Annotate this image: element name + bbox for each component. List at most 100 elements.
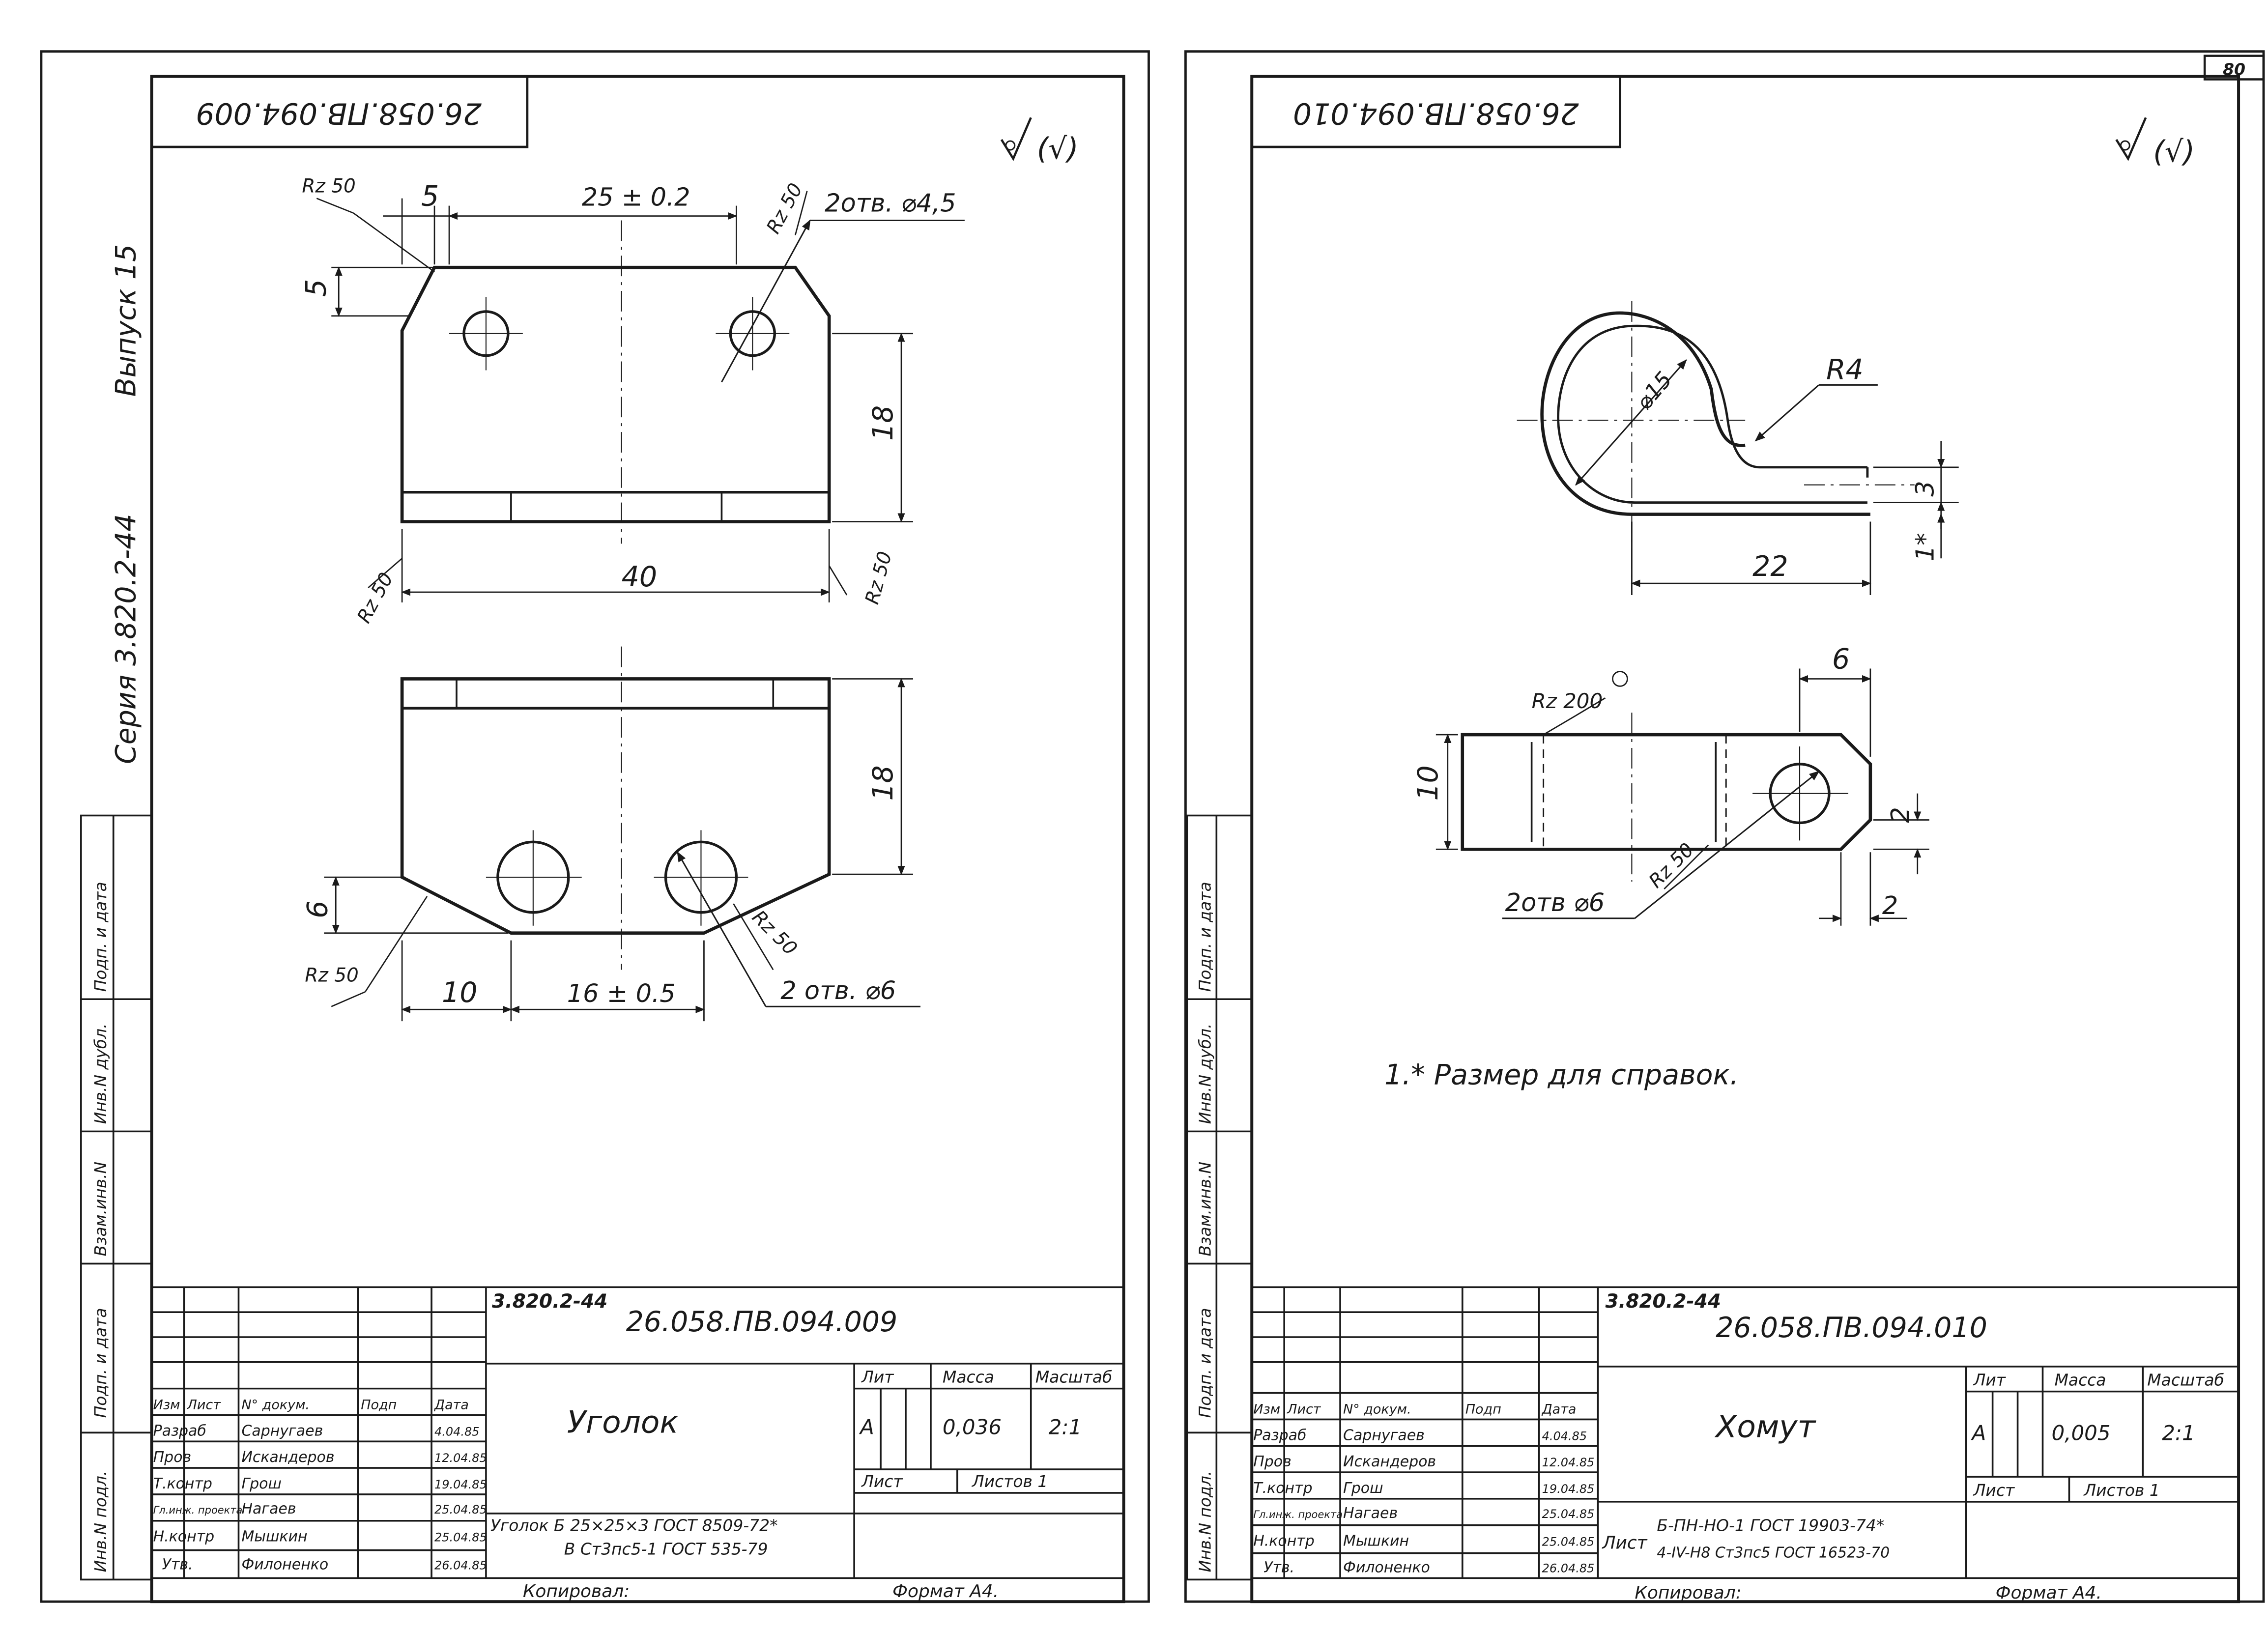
series-label: Серия 3.820.2-44 bbox=[110, 514, 143, 764]
tb-right-date-4: 25.04.85 bbox=[1542, 1507, 1595, 1521]
dim-1-ref: 1* bbox=[1911, 533, 1940, 561]
tb-right-material-prefix: Лист bbox=[1601, 1533, 1647, 1553]
side-stamp-left: Серия 3.820.2-44 Выпуск 15 Инв.N подл. П… bbox=[80, 244, 153, 1581]
stamp-field-1: Инв.N подл. bbox=[91, 1471, 110, 1573]
tb-right-lit: А bbox=[1971, 1421, 1986, 1445]
tb-left-series: 3.820.2-44 bbox=[492, 1290, 607, 1313]
roughness-mark-left: (√) bbox=[1000, 117, 1079, 166]
tb-right-h-doc: N° докум. bbox=[1343, 1402, 1411, 1417]
mirror-code-text-right: 26.058.ПВ.094.010 bbox=[1293, 96, 1579, 131]
dim-16: 16 ± 0.5 bbox=[567, 979, 676, 1008]
tb-left-lit-head: Лит bbox=[861, 1368, 894, 1387]
holes-bottom-callout: 2 отв. ⌀6 bbox=[780, 976, 896, 1005]
tb-left-mass-head: Масса bbox=[943, 1368, 994, 1387]
sheet-frames bbox=[40, 50, 2265, 1603]
tb-left-format: Формат А4. bbox=[892, 1581, 999, 1602]
tb-right-name-2: Искандеров bbox=[1343, 1453, 1436, 1470]
title-block-left: 3.820.2-44 26.058.ПВ.094.009 Уголок Лит … bbox=[150, 1286, 1125, 1602]
stamp-field-2: Подп. и дата bbox=[91, 1308, 110, 1418]
tb-right-role-1: Разраб bbox=[1253, 1427, 1306, 1444]
tb-right-lit-head: Лит bbox=[1973, 1371, 2006, 1390]
title-block-right: 3.820.2-44 26.058.ПВ.094.010 Хомут Лит М… bbox=[1251, 1286, 2239, 1603]
tb-right-material-1: Б-ПН-НО-1 ГОСТ 19903-74* bbox=[1657, 1516, 1884, 1535]
tb-left-role-2: Пров bbox=[153, 1449, 192, 1466]
dim-25: 25 ± 0.2 bbox=[582, 183, 690, 212]
dim-r4: R4 bbox=[1826, 354, 1864, 386]
tb-right-scale-head: Масштаб bbox=[2147, 1371, 2224, 1390]
holes-top-callout: 2отв. ⌀4,5 bbox=[825, 189, 956, 218]
tb-right-name-1: Сарнугаев bbox=[1343, 1427, 1425, 1444]
roughness-mark-text-right: (√) bbox=[2153, 135, 2195, 169]
tb-right-name-4: Нагаев bbox=[1343, 1505, 1398, 1522]
tb-left-sheets: Листов 1 bbox=[972, 1472, 1048, 1491]
dim-5-side: 5 bbox=[300, 279, 332, 297]
tb-left-sheet-head: Лист bbox=[861, 1472, 903, 1491]
tb-left-name-2: Искандеров bbox=[241, 1449, 334, 1466]
tb-right-mass: 0,005 bbox=[2051, 1421, 2110, 1445]
tb-left-name-3: Грош bbox=[241, 1475, 281, 1492]
tb-right-date-5: 25.04.85 bbox=[1542, 1535, 1595, 1549]
tb-left-role-6: Утв. bbox=[162, 1556, 193, 1573]
mirror-code-right: 26.058.ПВ.094.010 bbox=[1250, 75, 1621, 148]
angle-bottom-dim-text: 18 6 10 16 ± 0.5 Rz 50 Rz 50 bbox=[301, 765, 899, 1009]
tb-left-name-4: Нагаев bbox=[241, 1500, 296, 1517]
stamp-field-3: Взам.инв.N bbox=[91, 1162, 110, 1257]
dim-10-right: 10 bbox=[1412, 765, 1444, 801]
tb-left-date-2: 12.04.85 bbox=[434, 1451, 487, 1465]
angle-top-dim-text: 5 25 ± 0.2 5 18 40 Rz 50 Rz 50 Rz 50 Rz … bbox=[300, 175, 899, 627]
tb-right-format: Формат А4. bbox=[1996, 1583, 2102, 1603]
rz-label-2: Rz 50 bbox=[762, 180, 807, 238]
stamp-field-r4: Инв.N дубл. bbox=[1195, 1024, 1214, 1124]
tb-left-date-5: 25.04.85 bbox=[434, 1531, 487, 1545]
tb-right-material-2: 4-IV-Н8 Ст3пс5 ГОСТ 16523-70 bbox=[1657, 1545, 1890, 1562]
dim-5-top: 5 bbox=[421, 180, 439, 213]
sheet-number-box: 80 bbox=[2203, 55, 2265, 81]
angle-bottom-dims bbox=[324, 678, 913, 1022]
dim-2-horizontal: 2 bbox=[1882, 891, 1898, 920]
dim-18-top: 18 bbox=[867, 405, 899, 441]
tb-left-role-3: Т.контр bbox=[153, 1475, 212, 1492]
mirror-code-text-left: 26.058.ПВ.094.009 bbox=[196, 96, 482, 131]
tb-right-series: 3.820.2-44 bbox=[1605, 1290, 1721, 1313]
tb-right-role-5: Н.контр bbox=[1253, 1533, 1315, 1550]
tb-right-copied: Копировал: bbox=[1635, 1583, 1741, 1603]
tb-left-code: 26.058.ПВ.094.009 bbox=[626, 1306, 898, 1338]
rz-label-4: Rz 50 bbox=[861, 549, 896, 606]
tb-right-role-3: Т.контр bbox=[1253, 1480, 1312, 1497]
tb-right-date-2: 12.04.85 bbox=[1542, 1456, 1595, 1469]
tb-left-scale: 2:1 bbox=[1049, 1415, 1082, 1439]
rz-label-3: Rz 50 bbox=[353, 569, 398, 627]
stamp-field-r2: Подп. и дата bbox=[1195, 1308, 1214, 1418]
tb-right-date-1: 4.04.85 bbox=[1542, 1429, 1587, 1443]
angle-top-view: 2отв. ⌀4,5 bbox=[400, 189, 965, 544]
tb-left-scale-head: Масштаб bbox=[1035, 1368, 1113, 1387]
tb-right-mass-head: Масса bbox=[2054, 1371, 2106, 1390]
side-stamp-right: Инв.N подл. Подп. и дата Взам.инв.N Инв.… bbox=[1186, 814, 1253, 1581]
clamp-side-view bbox=[1517, 301, 1915, 595]
tb-left-material-1: Уголок Б 25×25×3 ГОСТ 8509-72* bbox=[490, 1516, 778, 1535]
tb-left-name: Уголок bbox=[567, 1404, 679, 1440]
reference-note: 1.* Размер для справок. bbox=[1384, 1059, 1739, 1091]
dim-18-bottom: 18 bbox=[867, 765, 899, 801]
tb-left-date-4: 25.04.85 bbox=[434, 1503, 487, 1517]
rz-label-1: Rz 50 bbox=[302, 175, 355, 198]
tb-right-h-date: Дата bbox=[1542, 1402, 1577, 1417]
stamp-field-r5: Подп. и дата bbox=[1195, 882, 1214, 992]
tb-right-scale: 2:1 bbox=[2162, 1421, 2195, 1445]
tb-right-name-5: Мышкин bbox=[1343, 1533, 1409, 1550]
tb-right-sheets: Листов 1 bbox=[2083, 1481, 2159, 1500]
tb-right-date-6: 26.04.85 bbox=[1542, 1561, 1595, 1575]
tb-left-date-1: 4.04.85 bbox=[434, 1425, 479, 1438]
tb-left-mass: 0,036 bbox=[943, 1415, 1002, 1439]
tb-right-sheet-head: Лист bbox=[1973, 1481, 2015, 1500]
dim-10-left: 10 bbox=[442, 976, 477, 1009]
tb-right-name: Хомут bbox=[1714, 1408, 1816, 1444]
stamp-field-4: Инв.N дубл. bbox=[91, 1024, 110, 1124]
tb-left-role-5: Н.контр bbox=[153, 1528, 215, 1545]
angle-bottom-view: 2 отв. ⌀6 bbox=[400, 646, 920, 1007]
tb-left-h-izm: Изм bbox=[153, 1398, 180, 1413]
tb-right-code: 26.058.ПВ.094.010 bbox=[1716, 1312, 1987, 1344]
tb-left-role-4: Гл.инж. проекта bbox=[153, 1504, 243, 1516]
dim-3: 3 bbox=[1911, 481, 1940, 496]
